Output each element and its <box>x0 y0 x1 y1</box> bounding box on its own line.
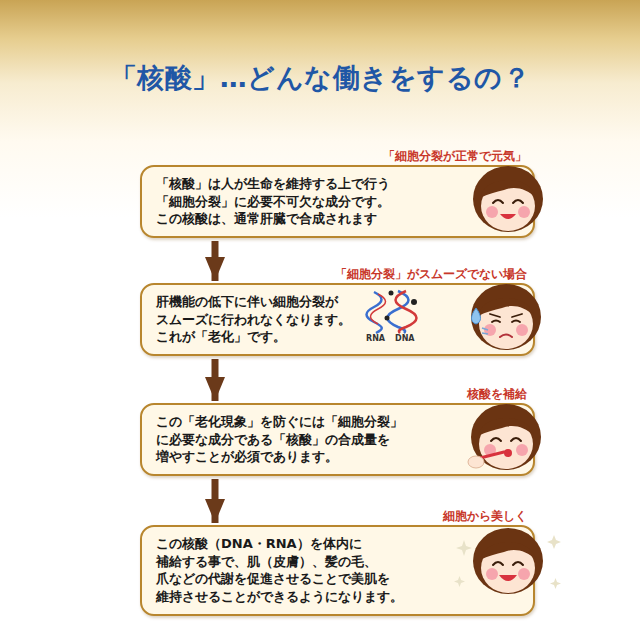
text-line: 補給する事で、肌（皮膚）、髪の毛、 <box>156 553 519 571</box>
flow-arrow <box>212 359 219 401</box>
text-line: これが「老化」です。 <box>156 328 519 346</box>
process-box: 核酸を補給この「老化現象」を防ぐには「細胞分裂」 に必要な成分である「核酸」の合… <box>140 403 535 476</box>
helix-label: RNA <box>366 334 385 343</box>
flow-arrow <box>212 241 219 281</box>
box-body: この核酸（DNA・RNA）を体内に 補給する事で、肌（皮膚）、髪の毛、 爪などの… <box>156 535 519 606</box>
box-body: 「核酸」は人が生命を維持する上で行う 「細胞分裂」に必要不可欠な成分です。 この… <box>156 175 519 228</box>
process-box: 細胞から美しくこの核酸（DNA・RNA）を体内に 補給する事で、肌（皮膚）、髪の… <box>140 525 535 616</box>
process-box: 「細胞分裂」がスムーズでない場合肝機能の低下に伴い細胞分裂が スムーズに行われな… <box>140 283 535 356</box>
process-box: 「細胞分裂が正常で元気」「核酸」は人が生命を維持する上で行う 「細胞分裂」に必要… <box>140 165 535 238</box>
helix-label: DNA <box>395 334 415 343</box>
flow-arrow <box>212 479 219 523</box>
text-line: この核酸（DNA・RNA）を体内に <box>156 535 519 553</box>
text-line: 増やすことが必須であります。 <box>156 448 519 466</box>
box-heading: 核酸を補給 <box>467 386 527 403</box>
box-body: 肝機能の低下に伴い細胞分裂が スムーズに行われなくなります。 これが「老化」です… <box>156 293 519 346</box>
text-line: 「核酸」は人が生命を維持する上で行う <box>156 175 519 193</box>
box-heading: 「細胞分裂が正常で元気」 <box>383 148 527 165</box>
smiling-face <box>473 166 543 232</box>
text-line: この「老化現象」を防ぐには「細胞分裂」 <box>156 413 519 431</box>
text-line: に必要な成分である「核酸」の合成量を <box>156 431 519 449</box>
page-title: 「核酸」…どんな働きをするの？ <box>0 60 640 96</box>
text-line: 爪などの代謝を促進させることで美肌を <box>156 570 519 588</box>
beaming-face <box>454 528 561 594</box>
text-line: スムーズに行われなくなります。 <box>156 311 519 329</box>
eating-face <box>468 404 541 470</box>
text-line: 肝機能の低下に伴い細胞分裂が <box>156 293 519 311</box>
text-line: 「細胞分裂」に必要不可欠な成分です。 <box>156 193 519 211</box>
box-body: この「老化現象」を防ぐには「細胞分裂」 に必要な成分である「核酸」の合成量を 増… <box>156 413 519 466</box>
box-heading: 「細胞分裂」がスムーズでない場合 <box>335 266 527 283</box>
worried-face <box>471 284 541 350</box>
text-line: 維持させることができるようになります。 <box>156 588 519 606</box>
box-heading: 細胞から美しく <box>443 508 527 525</box>
text-line: この核酸は、通常肝臓で合成されます <box>156 210 519 228</box>
helix-illustration <box>367 291 418 334</box>
